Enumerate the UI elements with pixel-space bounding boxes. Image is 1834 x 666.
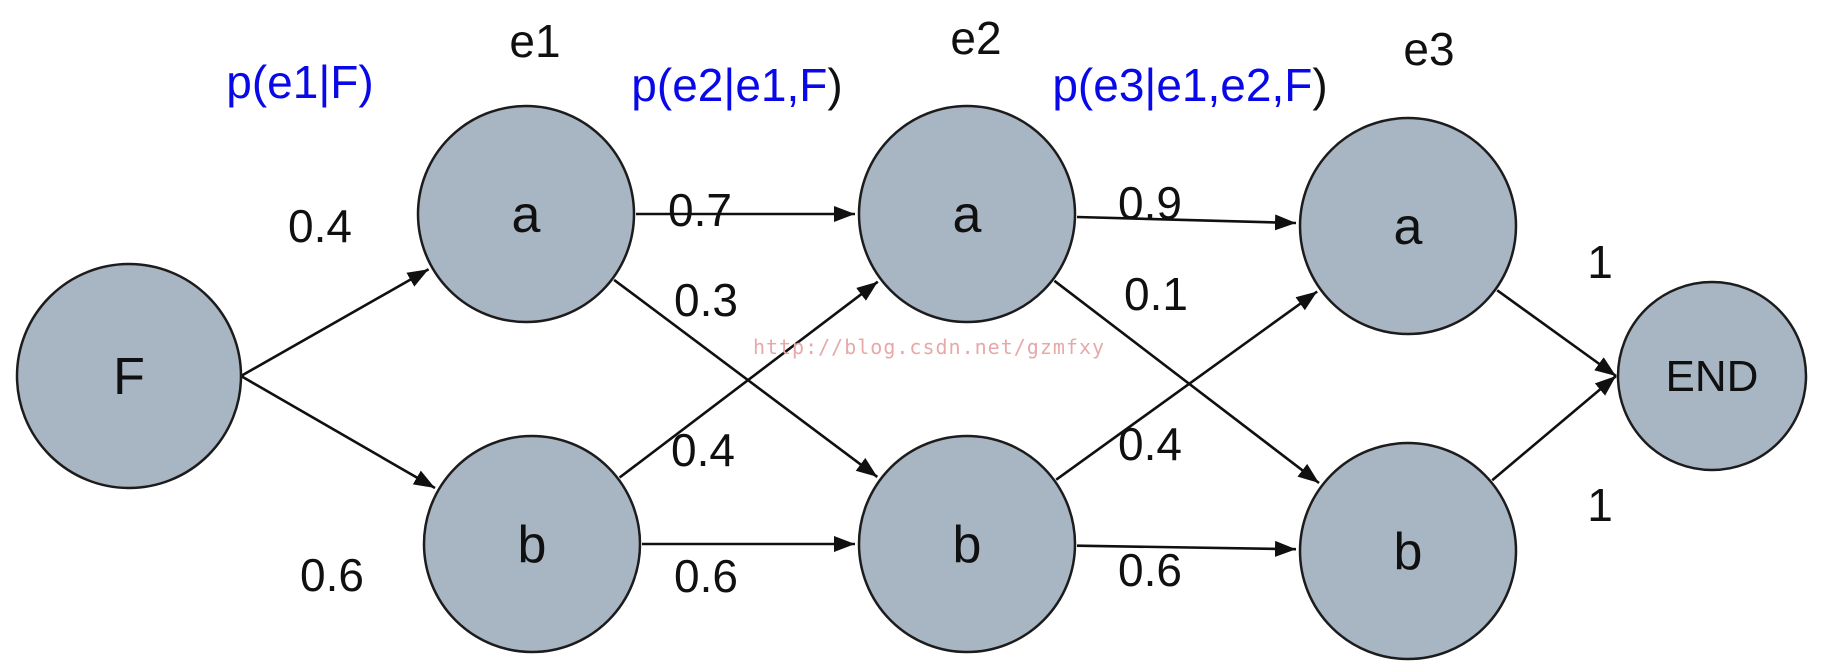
node-f [15, 262, 243, 490]
node-e3-a [1298, 116, 1518, 336]
node-layer: Fa b a b a b END [15, 104, 1808, 661]
edge-e2a-to-e3b [1053, 279, 1320, 485]
edge-label-e3a-to-end: 1 [1587, 236, 1613, 288]
column-label-e1: e1 [509, 15, 560, 67]
edge-label-f-to-e1b: 0.6 [300, 549, 364, 601]
edge-layer [240, 206, 1617, 557]
prob-label-p-e3-given-e1-e2-f-blue-part: p(e3|e1,e2,F [1052, 59, 1312, 111]
edge-e2b-to-e3a [1055, 290, 1318, 481]
node-e1-a-label: a [512, 186, 541, 244]
prob-label-p-e2-given-e1-f: p(e2|e1,F) [631, 59, 842, 111]
edge-label-e2a-to-e3b: 0.1 [1124, 268, 1188, 320]
edge-e3a-to-end [1496, 289, 1617, 378]
prob-label-p-e1-given-f: p(e1|F) [226, 56, 373, 108]
node-e2-a [857, 104, 1077, 324]
column-label-e3: e3 [1403, 23, 1454, 75]
edge-e1b-to-e2a [618, 280, 879, 479]
node-e2-b-label: b [953, 516, 982, 574]
prob-label-p-e1-given-f-blue-part: p(e1|F) [226, 56, 373, 108]
edge-f-to-e1a [240, 268, 430, 378]
watermark-text: http://blog.csdn.net/gzmfxy [753, 335, 1105, 359]
node-e2-b [857, 434, 1077, 654]
edge-label-f-to-e1a: 0.4 [288, 200, 352, 252]
node-e2-a-label: a [953, 186, 982, 244]
node-e3-b-label: b [1394, 523, 1423, 581]
prob-label-p-e2-given-e1-f-blue-part: p(e2|e1,F [631, 59, 827, 111]
edge-label-e1a-to-e2a: 0.7 [668, 184, 732, 236]
edge-label-layer: 0.4 0.6 0.7 0.3 0.4 0.6 0.9 0.1 0.4 0.6 1 1 [288, 177, 1613, 602]
prob-label-p-e3-given-e1-e2-f-black-part: ) [1312, 59, 1327, 111]
prob-label-p-e3-given-e1-e2-f: p(e3|e1,e2,F) [1052, 59, 1327, 111]
edge-label-e2b-to-e3a: 0.4 [1118, 418, 1182, 470]
node-end [1616, 280, 1808, 472]
edge-label-e3b-to-end: 1 [1587, 479, 1613, 531]
node-e1-b-label: b [518, 516, 547, 574]
node-end-label: END [1666, 352, 1759, 401]
edge-e2b-to-e3b [1076, 540, 1297, 557]
node-e3-a-label: a [1394, 198, 1423, 256]
edge-label-e1a-to-e2b: 0.3 [674, 274, 738, 326]
edge-e1a-to-e2b [613, 278, 879, 478]
edge-label-e2a-to-e3a: 0.9 [1118, 177, 1182, 229]
node-e1-a [416, 104, 636, 324]
edge-label-e1b-to-e2b: 0.6 [674, 550, 738, 602]
column-label-e2: e2 [950, 12, 1001, 64]
node-e3-b [1298, 441, 1518, 661]
edge-label-e1b-to-e2a: 0.4 [671, 424, 735, 476]
node-e1-b [422, 434, 642, 654]
edge-e2a-to-e3a [1076, 214, 1297, 231]
edge-e3b-to-end [1491, 375, 1617, 482]
prob-label-p-e2-given-e1-f-black-part: ) [827, 59, 842, 111]
edge-f-to-e1b [240, 374, 436, 490]
node-f-label: F [113, 348, 145, 406]
edge-label-e2b-to-e3b: 0.6 [1118, 544, 1182, 596]
